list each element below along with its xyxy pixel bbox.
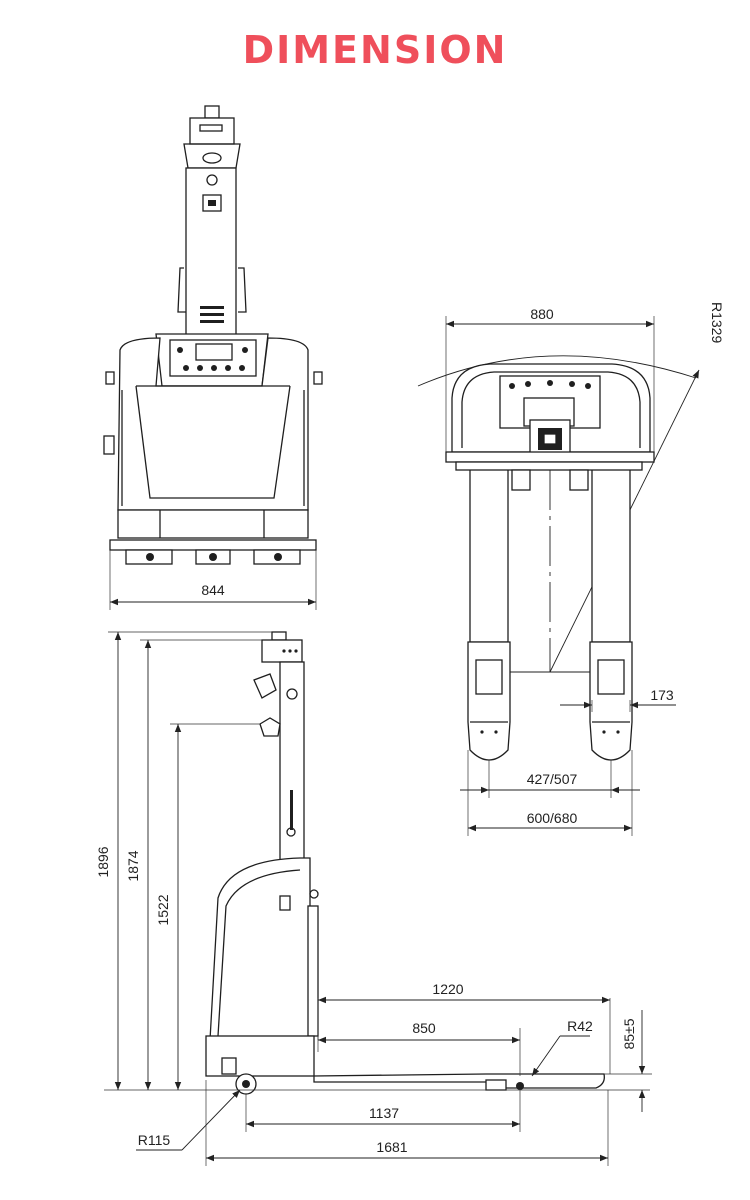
label-fork-height: 85±5	[621, 1018, 637, 1049]
label-height-control: 1522	[155, 894, 171, 925]
dim-drive-wheel-radius	[136, 1089, 241, 1151]
dim-fork-outer	[467, 750, 633, 836]
dim-fork-height	[604, 1010, 652, 1112]
label-fork-inner-length: 850	[412, 1020, 436, 1036]
label-fork-tip-radius: R42	[567, 1018, 593, 1034]
page-title: DIMENSION	[242, 28, 508, 72]
dim-height-control	[170, 723, 260, 1090]
top-view	[417, 355, 700, 761]
dim-wheelbase	[245, 1090, 521, 1132]
label-fork-inner: 427/507	[527, 771, 578, 787]
label-front-width: 844	[201, 582, 225, 598]
label-drive-wheel-radius: R115	[138, 1132, 171, 1148]
dim-fork-width	[560, 700, 676, 712]
label-top-width: 880	[530, 306, 554, 322]
dim-height-handle	[140, 639, 262, 1090]
label-height-overall: 1896	[95, 846, 111, 877]
dim-fork-tip-radius	[531, 1035, 590, 1077]
dim-top-width	[445, 316, 655, 452]
dim-height-overall	[108, 631, 272, 1090]
label-overall-length: 1681	[376, 1139, 407, 1155]
dim-fork-length	[317, 996, 611, 1074]
label-fork-width: 173	[650, 687, 674, 703]
dim-fork-inner	[460, 760, 640, 798]
label-turn-radius: R1329	[709, 302, 725, 343]
label-fork-length: 1220	[432, 981, 463, 997]
label-wheelbase: 1137	[369, 1105, 399, 1121]
label-fork-outer: 600/680	[527, 810, 578, 826]
dim-front-width	[109, 550, 317, 610]
front-view	[103, 105, 323, 565]
side-view	[104, 631, 650, 1095]
dim-fork-inner-length	[317, 1028, 521, 1076]
dim-overall-length	[205, 1080, 609, 1166]
label-height-handle: 1874	[125, 850, 141, 881]
